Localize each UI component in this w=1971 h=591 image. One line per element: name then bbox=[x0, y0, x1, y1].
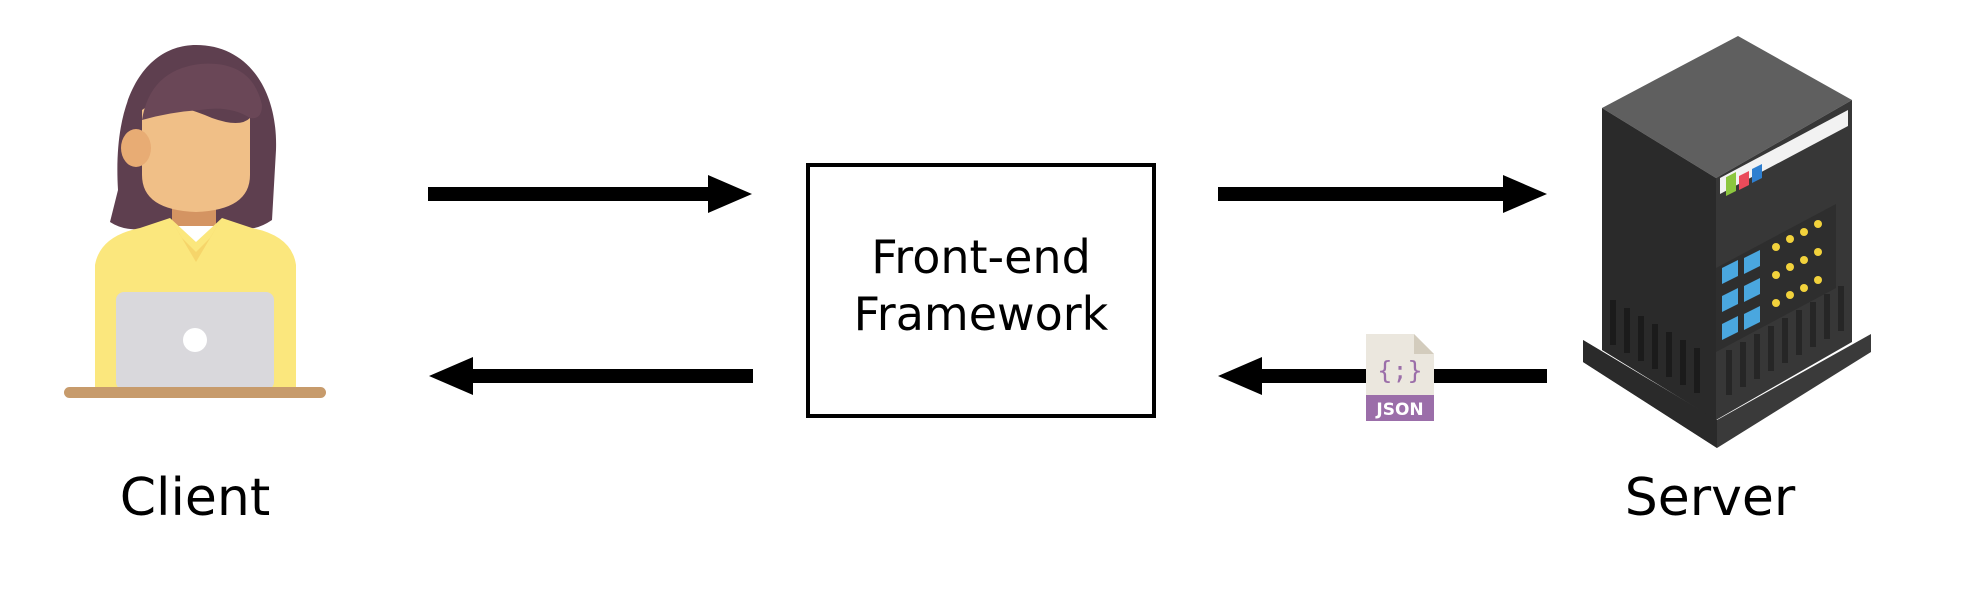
frontend-label-line1: Front-end bbox=[871, 229, 1091, 284]
arrow-frontend-to-client bbox=[429, 357, 753, 395]
json-file-glyph: {;} bbox=[1377, 356, 1422, 385]
arrow-client-to-frontend bbox=[428, 175, 752, 213]
arrow-frontend-to-server bbox=[1218, 175, 1547, 213]
server-unit-1 bbox=[1716, 204, 1836, 296]
server-rack-icon bbox=[1583, 36, 1871, 448]
client-label: Client bbox=[119, 468, 271, 528]
client-person-icon bbox=[64, 45, 326, 398]
json-badge-label: JSON bbox=[1375, 400, 1423, 420]
server-unit-3 bbox=[1716, 260, 1836, 352]
json-file-icon: {;} JSON bbox=[1366, 334, 1434, 421]
server-unit-2 bbox=[1716, 232, 1836, 324]
frontend-label-line2: Framework bbox=[853, 286, 1109, 341]
frontend-framework-box: Front-end Framework bbox=[806, 163, 1156, 418]
server-label: Server bbox=[1624, 468, 1796, 528]
